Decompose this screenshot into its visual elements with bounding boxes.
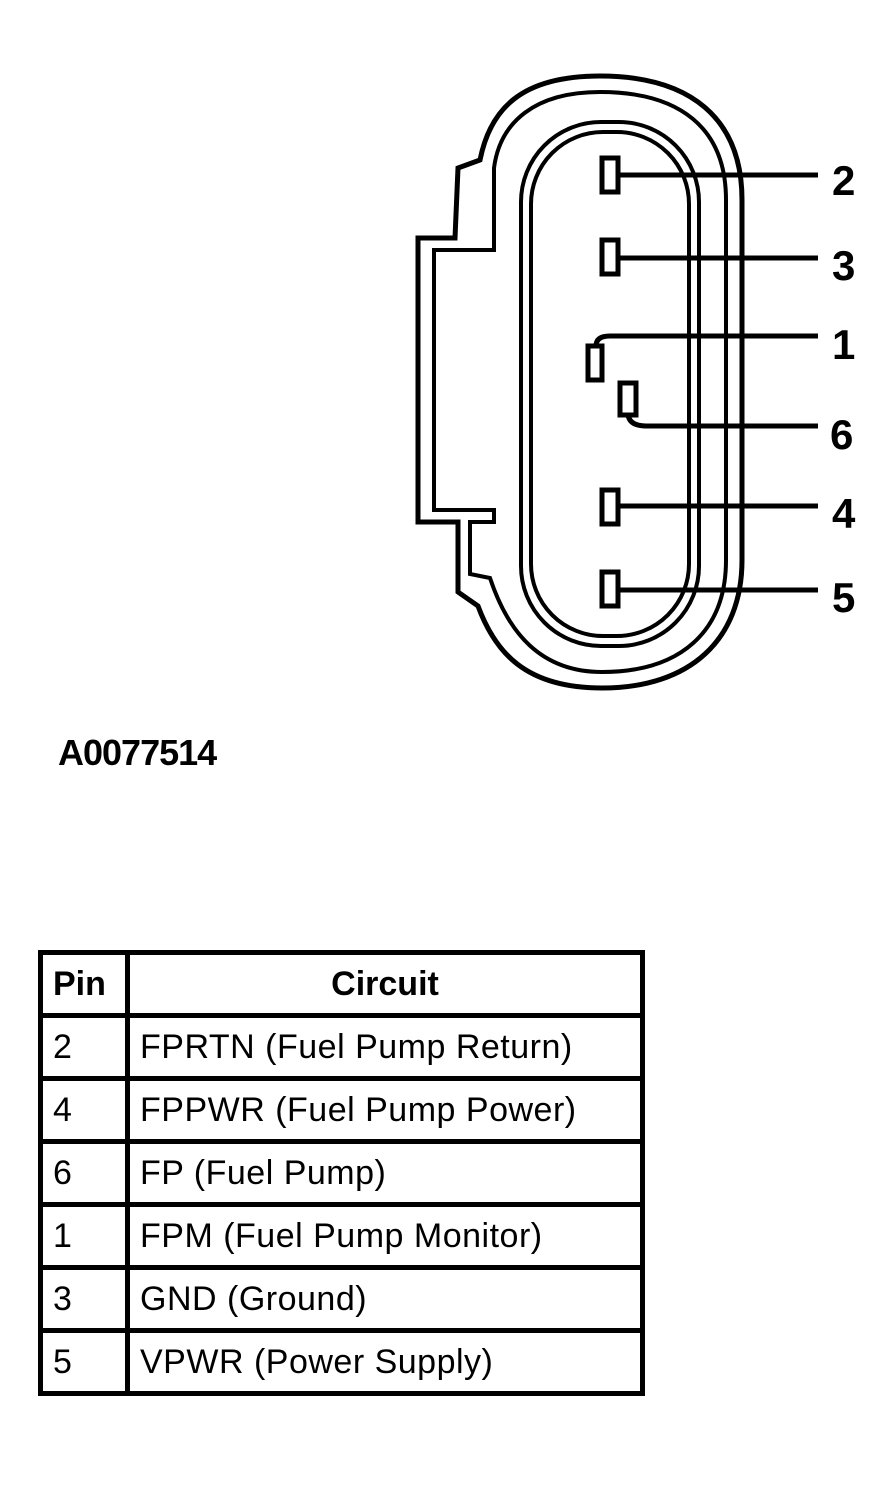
pin-3-label: 3 [832,242,855,289]
table-row: 3 GND (Ground) [38,1265,645,1333]
pin-4-label: 4 [832,490,856,537]
connector-cavity-outer [519,120,701,648]
connector-housing-inner-outline [432,89,728,675]
circuit-cell: VPWR (Power Supply) [125,1328,645,1396]
circuit-cell: FPPWR (Fuel Pump Power) [125,1076,645,1144]
pin-cell: 1 [38,1202,130,1270]
table-row: 4 FPPWR (Fuel Pump Power) [38,1076,645,1144]
table-row: 6 FP (Fuel Pump) [38,1139,645,1207]
circuit-cell: GND (Ground) [125,1265,645,1333]
pin-5-terminal [599,569,621,609]
pin-1-terminal [585,343,605,383]
pin-2-label: 2 [832,157,855,204]
connector-housing-outer [415,73,745,691]
pin-6-terminal [617,380,639,418]
pin-3-terminal [599,237,621,277]
figure-id: A0077514 [58,732,217,773]
table-row: 1 FPM (Fuel Pump Monitor) [38,1202,645,1270]
table-row: 5 VPWR (Power Supply) [38,1328,645,1396]
connector-diagram: 2 3 1 6 4 5 [415,73,856,691]
pin-1-leader [593,333,818,347]
circuit-cell: FP (Fuel Pump) [125,1139,645,1207]
pin-1-label: 1 [832,321,855,368]
pin-5-label: 5 [832,574,855,621]
pin-4-terminal [599,487,621,527]
table-row: 2 FPRTN (Fuel Pump Return) [38,1013,645,1081]
pin-2-terminal [599,155,621,195]
circuit-cell: FPRTN (Fuel Pump Return) [125,1013,645,1081]
table-header-row: Pin Circuit [38,950,645,1018]
pin-circuit-table: Pin Circuit 2 FPRTN (Fuel Pump Return) 4… [38,950,645,1396]
pin-cell: 3 [38,1265,130,1333]
pin-cell: 4 [38,1076,130,1144]
connector-cavity-inner [529,130,691,638]
circuit-cell: FPM (Fuel Pump Monitor) [125,1202,645,1270]
pin-cell: 5 [38,1328,130,1396]
pin-6-label: 6 [830,411,853,458]
pin-cell: 6 [38,1139,130,1207]
column-header-circuit: Circuit [125,950,645,1018]
column-header-pin: Pin [38,950,130,1018]
pin-cell: 2 [38,1013,130,1081]
pin-6-leader [625,414,818,429]
